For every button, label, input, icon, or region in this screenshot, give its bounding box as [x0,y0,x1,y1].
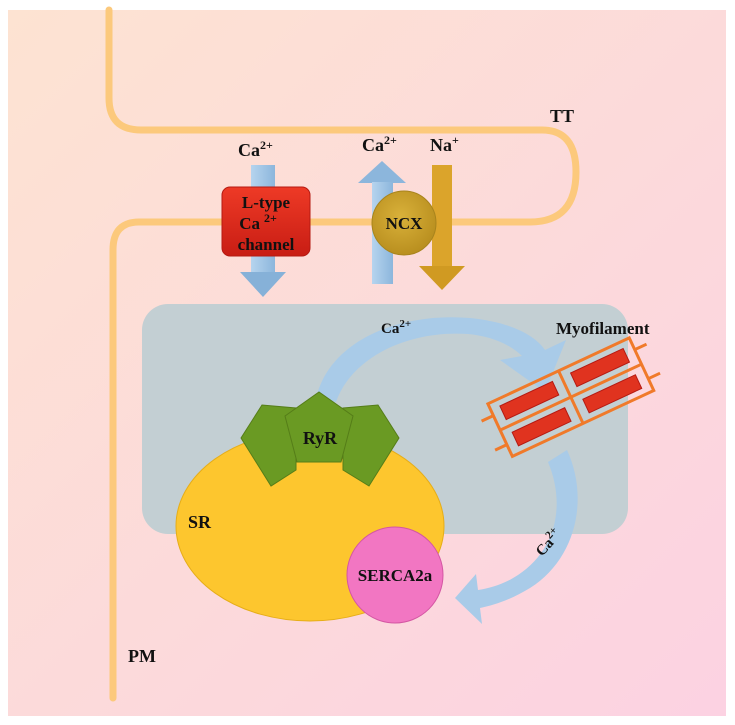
myofilament-label: Myofilament [556,319,650,338]
myofilament [480,335,661,459]
svg-text:Ca2+: Ca2+ [239,211,277,233]
t-tubule-membrane [105,6,580,702]
svg-text:channel: channel [238,235,295,254]
ryr-to-myofilament-arrow [316,317,566,402]
ncx-exchanger [371,190,437,256]
na-label: Na+ [430,133,459,155]
myofilament-to-serca-arrow [455,450,578,624]
ca-ltype-label: Ca2+ [238,138,273,160]
ca-release-label: Ca2+ [381,318,411,337]
ryr-label: RyR [303,428,338,448]
ca-ncx-label: Ca2+ [362,133,397,155]
pm-label: PM [128,646,156,666]
tt-label: TT [550,106,574,126]
sr-label: SR [188,512,212,532]
serca-label: SERCA2a [358,566,433,585]
ryr-receptor [240,391,400,487]
ncx-label: NCX [386,214,424,233]
ncx-na-influx-arrow [419,165,465,290]
serca2a-pump [346,526,444,624]
svg-text:L-type: L-type [242,193,291,212]
ltype-ca-channel [221,186,311,257]
